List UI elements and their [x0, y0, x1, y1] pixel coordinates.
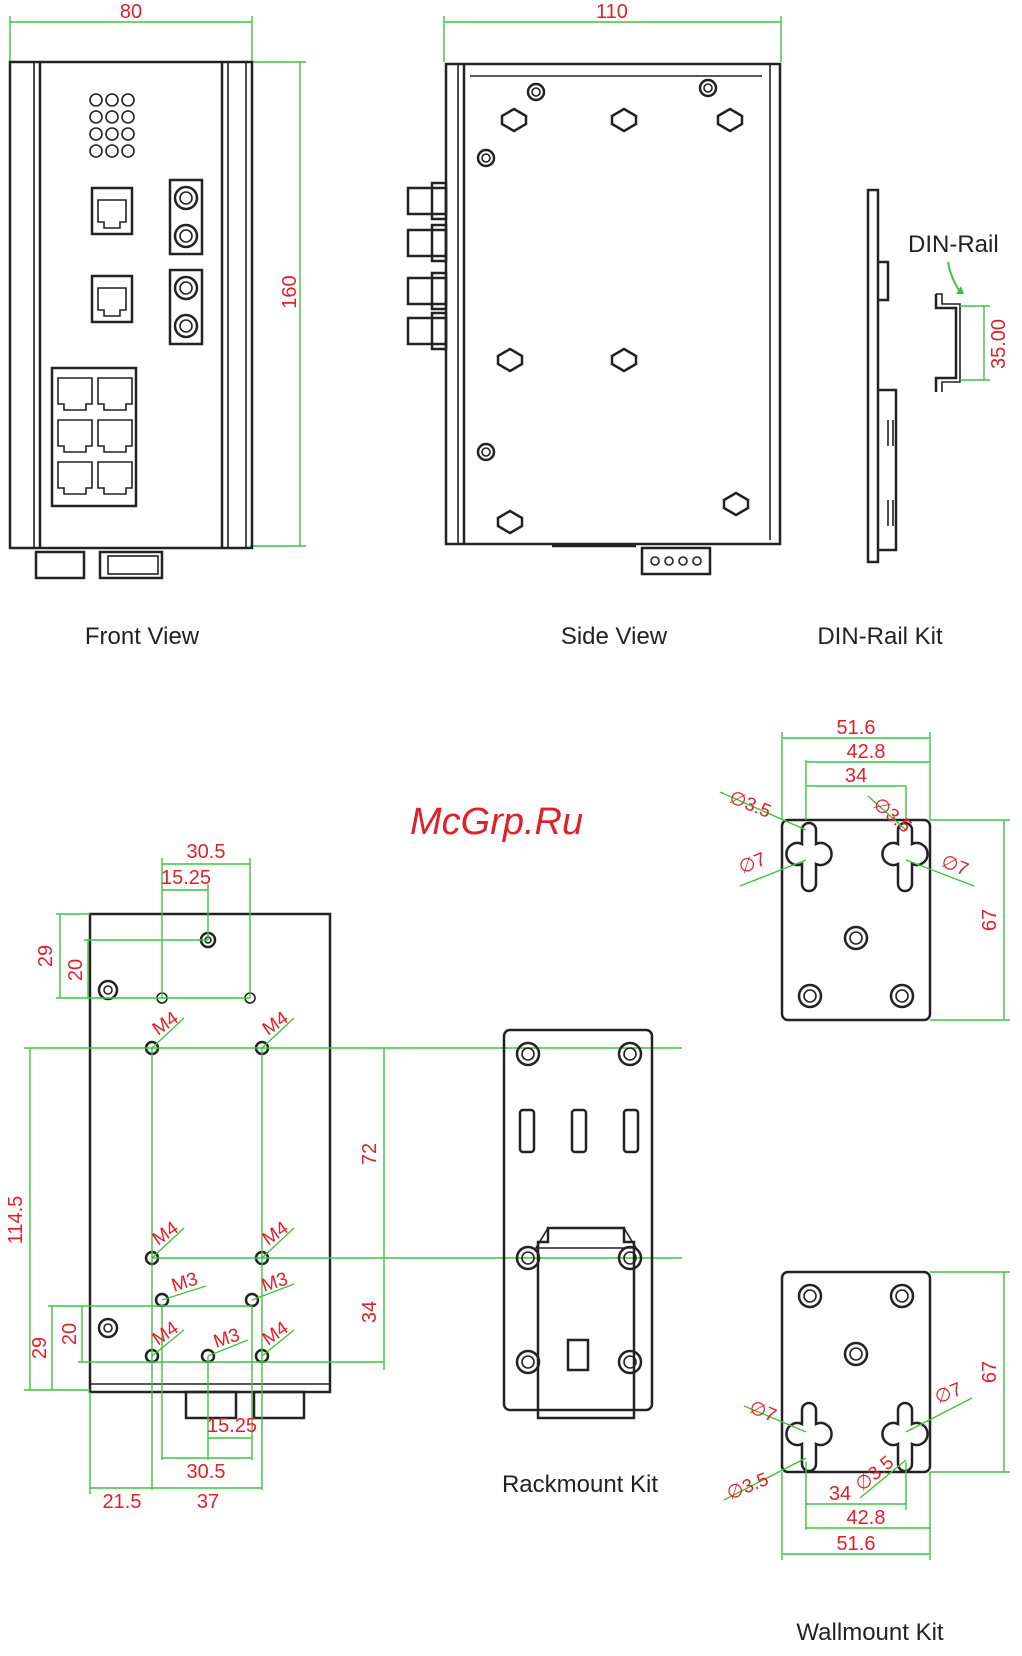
wall-top-hole-7-left: ∅7: [736, 849, 769, 879]
front-view: 80 160: [10, 1, 306, 650]
rear-dim-72: 72: [359, 1143, 381, 1165]
wall-top-dim-34: 34: [845, 765, 867, 787]
front-rj45-port-1: [92, 188, 132, 234]
rear-dim-37: 37: [197, 1491, 219, 1513]
wall-top-hole-3-5-right: ∅3.5: [869, 794, 915, 838]
rear-view: 30.5 15.25 29 20 114.5 72 34 29 20 15.25…: [5, 841, 682, 1513]
screw-label-m3-1: M3: [169, 1269, 201, 1297]
wall-bottom-dim-67: 67: [979, 1361, 1001, 1383]
wallmount-kit-bottom: 67 34 42.8 51.6 ∅7 ∅7 ∅3.5 ∅3.5 Wallmoun…: [724, 1272, 1010, 1646]
screw-label-m4-5: M4: [149, 1318, 183, 1351]
side-view: 110 Side View: [408, 1, 781, 650]
rear-dim-114-5: 114.5: [5, 1196, 27, 1245]
wall-bottom-dim-51-6: 51.6: [837, 1533, 876, 1555]
screw-label-m3-2: M3: [259, 1269, 291, 1297]
wall-bottom-hole-3-5-right: ∅3.5: [852, 1452, 898, 1496]
wall-top-dim-42-8: 42.8: [847, 741, 886, 763]
din-rail-label: DIN-Rail: [908, 231, 999, 258]
front-fiber-ports: [170, 180, 202, 344]
front-width-dim: 80: [120, 1, 142, 23]
wall-bottom-hole-3-5-left: ∅3.5: [724, 1469, 772, 1505]
side-width-dim: 110: [596, 1, 628, 23]
front-view-caption: Front View: [85, 623, 200, 650]
vent-holes: [90, 94, 134, 157]
rear-dim-34: 34: [359, 1301, 381, 1323]
wall-top-hole-7-right: ∅7: [938, 851, 971, 881]
wall-top-hole-3-5-left: ∅3.5: [726, 787, 774, 823]
din-rail-kit-caption: DIN-Rail Kit: [817, 623, 943, 650]
screw-label-m4-6: M4: [259, 1318, 293, 1351]
wallmount-kit-caption: Wallmount Kit: [796, 1619, 943, 1646]
side-view-caption: Side View: [561, 623, 668, 650]
screw-label-m4-2: M4: [259, 1008, 293, 1041]
rear-dim-15-25-bottom: 15.25: [207, 1415, 257, 1437]
wall-top-dim-51-6: 51.6: [837, 717, 876, 739]
rackmount-kit: Rackmount Kit: [502, 1030, 658, 1498]
rear-dim-20-bottom: 20: [59, 1323, 81, 1345]
rear-dim-30-5-top: 30.5: [187, 841, 226, 863]
wall-bottom-dim-34: 34: [829, 1483, 851, 1505]
wall-bottom-dim-42-8: 42.8: [847, 1507, 886, 1529]
din-rail-kit: DIN-Rail 35.00 DIN-Rail Kit: [817, 190, 1010, 650]
rear-dim-29-top: 29: [35, 945, 57, 967]
front-rj45-port-2: [92, 276, 132, 322]
screw-label-m4-4: M4: [259, 1218, 293, 1251]
screw-label-m3-3: M3: [211, 1325, 243, 1353]
rear-dim-15-25-top: 15.25: [161, 867, 211, 889]
rear-dim-30-5-bottom: 30.5: [187, 1461, 226, 1483]
rackmount-kit-caption: Rackmount Kit: [502, 1471, 658, 1498]
rear-dim-21-5: 21.5: [103, 1491, 142, 1513]
wall-bottom-hole-7-left: ∅7: [746, 1397, 779, 1427]
rear-dim-29-bottom: 29: [29, 1337, 51, 1359]
rear-dim-20-top: 20: [65, 959, 87, 981]
screw-label-m4-1: M4: [149, 1008, 183, 1041]
front-height-dim: 160: [279, 275, 301, 308]
screw-label-m4-3: M4: [149, 1218, 183, 1251]
watermark: McGrp.Ru: [410, 801, 583, 843]
front-ethernet-block: [52, 368, 136, 506]
wall-top-dim-67: 67: [979, 909, 1001, 931]
din-height-dim: 35.00: [988, 319, 1010, 369]
wallmount-kit-top: 51.6 42.8 34 67 ∅3.5 ∅3.5 ∅7 ∅7: [720, 717, 1010, 1020]
